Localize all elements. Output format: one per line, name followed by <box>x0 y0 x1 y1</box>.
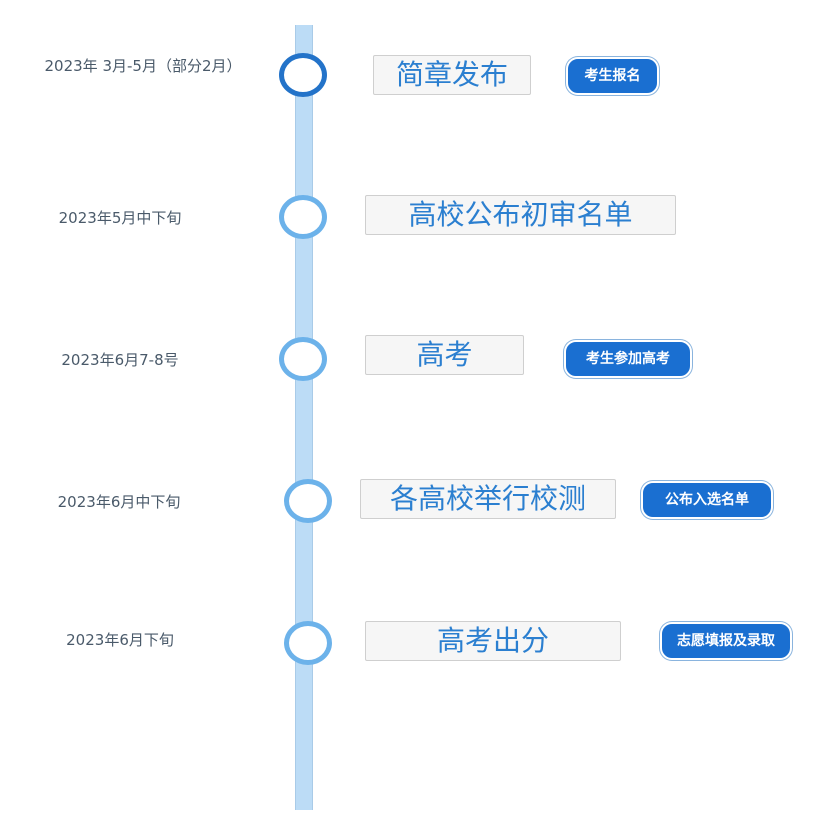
stage-box-2: 高校公布初审名单 <box>365 195 676 235</box>
action-button-3[interactable]: 考生参加高考 <box>564 340 692 378</box>
timeline-track <box>295 25 313 810</box>
stage-box-5: 高考出分 <box>365 621 621 661</box>
action-button-4[interactable]: 公布入选名单 <box>641 481 773 519</box>
event-date-4: 2023年6月中下旬 <box>57 493 181 511</box>
event-date-5: 2023年6月下旬 <box>66 631 174 649</box>
event-date-3: 2023年6月7-8号 <box>61 351 179 369</box>
action-button-5[interactable]: 志愿填报及录取 <box>660 622 792 660</box>
stage-box-3: 高考 <box>365 335 524 375</box>
action-button-1[interactable]: 考生报名 <box>566 57 659 95</box>
timeline-node-1 <box>279 53 327 97</box>
event-date-1: 2023年 3月-5月（部分2月） <box>44 57 242 75</box>
stage-box-4: 各高校举行校测 <box>360 479 616 519</box>
stage-box-1: 简章发布 <box>373 55 531 95</box>
timeline-node-3 <box>279 337 327 381</box>
timeline-node-5 <box>284 621 332 665</box>
event-date-2: 2023年5月中下旬 <box>58 209 182 227</box>
timeline-node-4 <box>284 479 332 523</box>
timeline-node-2 <box>279 195 327 239</box>
